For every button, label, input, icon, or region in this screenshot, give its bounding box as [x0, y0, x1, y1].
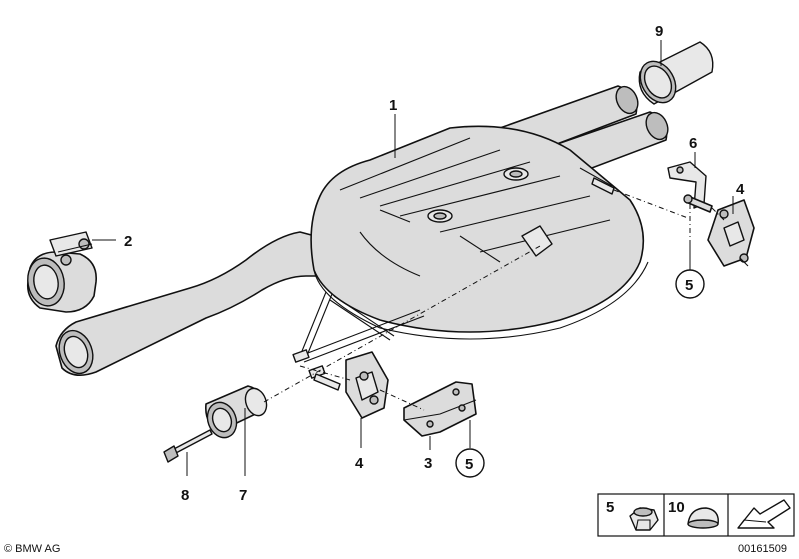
rubber-bushing-part[interactable]	[203, 385, 270, 441]
callout-5-lower-circle	[455, 448, 485, 478]
callout-9: 9	[655, 23, 663, 40]
callout-3: 3	[424, 455, 432, 472]
intake-pipe	[55, 231, 331, 376]
bolt-part[interactable]	[163, 429, 213, 463]
assembly-lines	[263, 189, 727, 450]
direction-arrow-icon	[737, 499, 791, 529]
callout-5-right-circle	[675, 269, 705, 299]
tailpipe-trim-part[interactable]	[633, 41, 714, 109]
callout-7: 7	[239, 487, 247, 504]
legend-box: 5 10	[597, 493, 795, 537]
bracket-part-6[interactable]	[667, 161, 713, 213]
nut-icon	[629, 507, 659, 531]
callout-4-right: 4	[736, 181, 745, 198]
callout-5-lower: 5	[465, 456, 473, 473]
callout-4-lower: 4	[355, 455, 364, 472]
pipe-clamp-part[interactable]	[24, 231, 97, 313]
callout-5-right: 5	[685, 277, 693, 294]
plug-cap-icon	[687, 507, 719, 529]
legend-item-10-label: 10	[668, 499, 685, 516]
callout-8: 8	[181, 487, 189, 504]
copyright-text: © BMW AG	[4, 543, 60, 555]
callout-1: 1	[389, 97, 397, 114]
callouts: 1 2 3 4 4 6 7 8 9 5 5	[124, 23, 745, 504]
leader-lines	[92, 40, 734, 476]
rubber-mount-right[interactable]	[707, 199, 755, 267]
drawing-number: 00161509	[738, 543, 787, 555]
callout-6: 6	[689, 135, 697, 152]
hanger-bracket-part[interactable]	[403, 381, 477, 437]
legend-item-5-label: 5	[606, 499, 614, 516]
rear-silencer-part[interactable]	[310, 125, 649, 340]
rubber-mount-lower[interactable]	[313, 351, 389, 419]
callout-2: 2	[124, 233, 132, 250]
